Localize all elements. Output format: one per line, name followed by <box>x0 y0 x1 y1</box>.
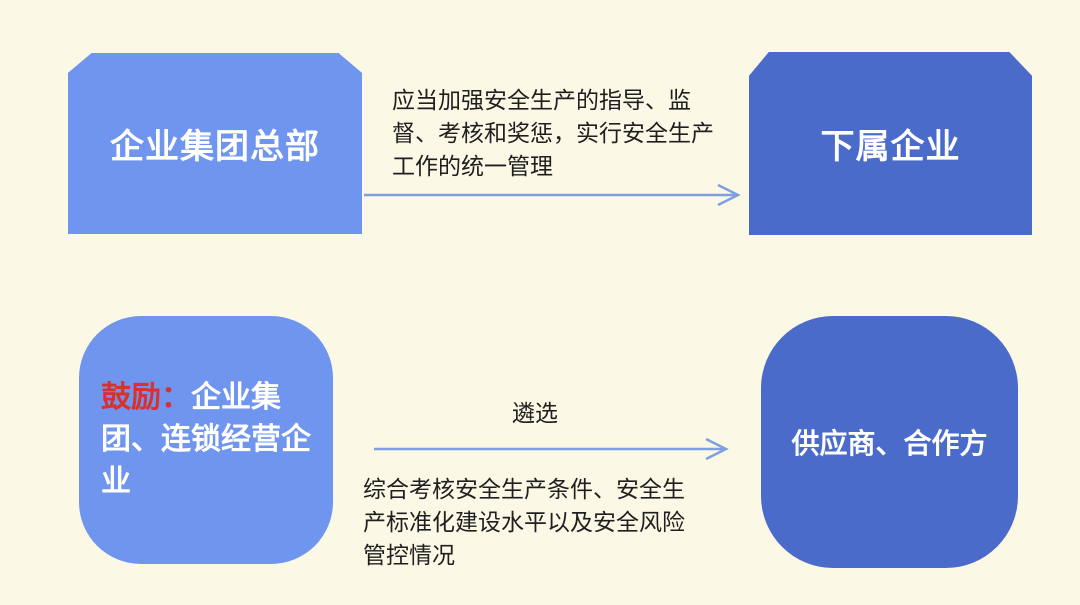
encourage-box: 鼓励：企业集团、连锁经营企业 <box>79 316 333 564</box>
supplier-box: 供应商、合作方 <box>761 316 1018 568</box>
hq-label: 企业集团总部 <box>110 127 320 167</box>
subsidiary-box: 下属企业 <box>749 52 1032 235</box>
supplier-label: 供应商、合作方 <box>791 427 988 460</box>
encourage-body: 企业集团、连锁经营企业 <box>101 380 311 499</box>
subsidiary-label: 下属企业 <box>820 127 961 167</box>
bottom-arrow-label: 遴选 <box>512 401 558 427</box>
bottom-arrow-text: 综合考核安全生产条件、安全生产标准化建设水平以及安全风险管控情况 <box>363 477 685 569</box>
hq-box: 企业集团总部 <box>68 53 362 234</box>
bottom-arrow <box>374 437 729 461</box>
encourage-prefix: 鼓励： <box>101 380 191 415</box>
top-arrow <box>364 183 741 207</box>
top-arrow-text: 应当加强安全生产的指导、监督、考核和奖惩，实行安全生产工作的统一管理 <box>392 88 714 180</box>
encourage-text: 鼓励：企业集团、连锁经营企业 <box>101 377 319 503</box>
